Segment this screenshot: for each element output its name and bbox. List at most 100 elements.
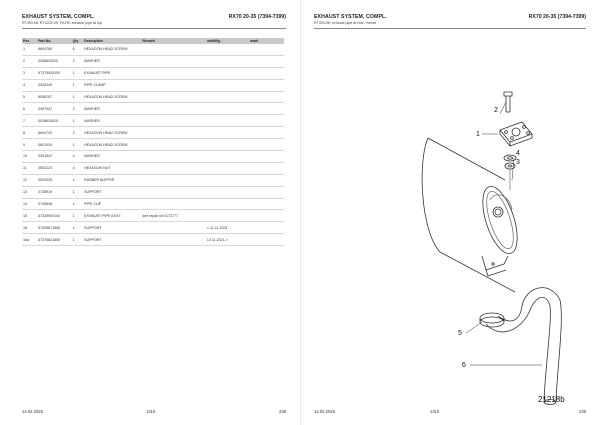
cell-valid (205, 79, 250, 92)
parts-table: Pos Part-No. Qty Description Remark vali… (22, 38, 284, 247)
cell-mark (249, 91, 284, 104)
cell-remark (141, 126, 206, 140)
cell-description: PIPE CLIP (83, 198, 142, 211)
cell-part-no: 57375925100 (37, 67, 72, 80)
cell-remark (141, 162, 206, 175)
footer-page-number: 238 (279, 409, 286, 414)
cell-pos: 10 (22, 150, 38, 163)
cell-part-no: 0038620020 (37, 114, 72, 128)
cell-description: SUPPORT (83, 233, 142, 247)
cell-part-no: 57376821800 (37, 233, 72, 247)
cell-mark (249, 102, 284, 116)
cell-valid (205, 198, 250, 211)
cell-qty: 4 (71, 150, 84, 163)
callout-5: 5 (458, 330, 462, 337)
cell-qty: 1 (71, 79, 84, 92)
cell-mark (249, 67, 284, 80)
cell-part-no: 8604766 (37, 44, 72, 56)
cell-qty: 1 (71, 209, 84, 223)
cell-remark (141, 233, 206, 247)
header-mark: mark (249, 38, 284, 44)
lower-exhaust-pipe (479, 287, 562, 405)
page-title: EXHAUST SYSTEM, COMPL. (22, 14, 95, 20)
cell-valid (205, 162, 250, 175)
cell-part-no: 57325900104 (37, 209, 72, 223)
cell-mark (249, 150, 284, 163)
cell-valid (205, 126, 250, 140)
cell-valid: <-11.11.2021 (205, 221, 250, 235)
cell-remark (141, 67, 206, 80)
header-remark: Remark (141, 38, 206, 44)
model-label: RX70 20-35 (7394-7399) (228, 14, 286, 20)
cell-qty: 6 (71, 44, 84, 56)
page-subtitle: RT394-98; exhaust pipe at rear / below (314, 21, 377, 25)
cell-pos: 12 (22, 174, 38, 187)
cell-remark (141, 221, 206, 235)
cell-part-no: 0525349 (37, 79, 72, 92)
cell-pos: 4 (22, 79, 38, 92)
right-page: EXHAUST SYSTEM, COMPL. RT394-98; exhaust… (300, 0, 600, 425)
header-qty: Qty (71, 38, 84, 44)
cell-description: HEXAGON HEAD SCREW (83, 44, 142, 56)
cell-qty: 4 (71, 162, 84, 175)
footer-code: 1310 (146, 409, 156, 414)
cell-part-no: 0601024 (37, 138, 72, 152)
callout-4: 4 (516, 150, 520, 157)
cell-mark (249, 198, 284, 211)
model-label: RX70 20-35 (7394-7399) (528, 14, 586, 20)
cell-qty: 2 (71, 102, 84, 116)
cell-description: SUPPORT (83, 186, 142, 199)
cell-valid: 12.11.2021-> (205, 233, 250, 247)
cell-part-no: 8056797 (37, 91, 72, 104)
cell-valid (205, 138, 250, 152)
cell-qty: 1 (71, 198, 84, 211)
cell-pos: 6 (22, 102, 38, 116)
cell-mark (249, 55, 284, 68)
page-title: EXHAUST SYSTEM, COMPL. (314, 14, 387, 20)
cell-mark (249, 44, 284, 56)
cell-pos: 15 (22, 209, 38, 223)
footer-code: 1310 (430, 409, 440, 414)
cell-qty: 1 (71, 186, 84, 199)
header-valid: valid/fig. (205, 38, 250, 44)
cell-remark: see repair kit 0173777 (141, 209, 206, 223)
cell-mark (249, 186, 284, 199)
cell-part-no: 0502224 (37, 162, 72, 175)
callout-3: 3 (516, 159, 520, 166)
cell-remark (141, 138, 206, 152)
cell-mark (249, 79, 284, 92)
cell-mark (249, 138, 284, 152)
cell-description: WASHER (83, 150, 142, 163)
page-divider (300, 0, 301, 425)
cell-qty: 2 (71, 126, 84, 140)
page-subtitle: RT394-98; RT4200-05; FKZM: exhaust pipe … (22, 21, 102, 25)
cell-valid (205, 67, 250, 80)
cell-valid (205, 186, 250, 199)
cell-pos: 16a (22, 233, 38, 247)
exhaust-exploded-drawing: 1 2 3 4 5 6 21218b (421, 91, 565, 405)
cell-pos: 14 (22, 198, 38, 211)
cell-mark (249, 209, 284, 223)
cell-valid (205, 114, 250, 128)
cell-qty: 1 (71, 174, 84, 187)
cell-pos: 11 (22, 162, 38, 175)
cell-qty: 2 (71, 55, 84, 68)
figure-id: 21218b (538, 395, 565, 404)
cell-part-no: 0491547 (37, 150, 72, 163)
cell-valid (205, 209, 250, 223)
cell-description: EXHAUST PIPE (83, 67, 142, 80)
cell-remark (141, 114, 206, 128)
cell-part-no: 57326871606 (37, 221, 72, 235)
footer-date: 14.02.2025 (22, 409, 43, 414)
footer-page-number: 239 (579, 409, 586, 414)
